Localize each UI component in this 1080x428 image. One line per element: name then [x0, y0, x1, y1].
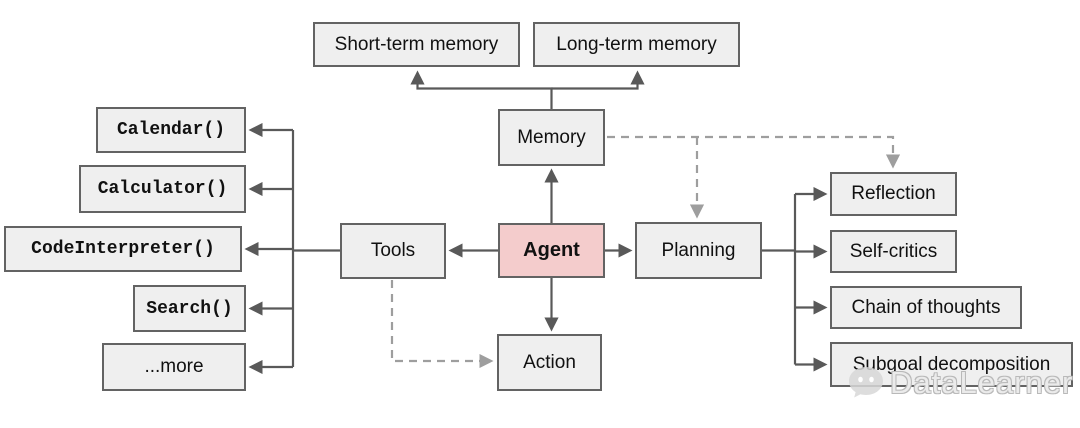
node-self-critics: Self-critics — [830, 230, 957, 273]
node-search-tool: Search() — [133, 285, 246, 332]
edge-memory-long-term — [551, 70, 645, 90]
node-subgoal-decomposition: Subgoal decomposition — [830, 342, 1073, 387]
node-reflection: Reflection — [830, 172, 957, 216]
node-code-interpreter-tool: CodeInterpreter() — [4, 226, 242, 272]
node-memory: Memory — [498, 109, 605, 166]
edge-tools-action-dashed — [390, 280, 494, 369]
node-agent: Agent — [498, 223, 605, 278]
node-chain-of-thoughts: Chain of thoughts — [830, 286, 1022, 329]
dashed-edges — [390, 135, 901, 369]
node-short-term-memory: Short-term memory — [313, 22, 520, 67]
edge-tools-trunk — [291, 130, 340, 367]
node-long-term-memory: Long-term memory — [533, 22, 740, 67]
edge-memory-reflection-dashed — [607, 135, 901, 169]
node-more-tools: ...more — [102, 343, 246, 391]
solid-edges — [244, 70, 828, 375]
node-calendar-tool: Calendar() — [96, 107, 246, 153]
node-tools: Tools — [340, 223, 446, 279]
edge-planning-trunk — [762, 194, 797, 365]
node-calculator-tool: Calculator() — [79, 165, 246, 213]
edge-memory-short-term — [410, 70, 553, 109]
node-action: Action — [497, 334, 602, 391]
node-planning: Planning — [635, 222, 762, 279]
